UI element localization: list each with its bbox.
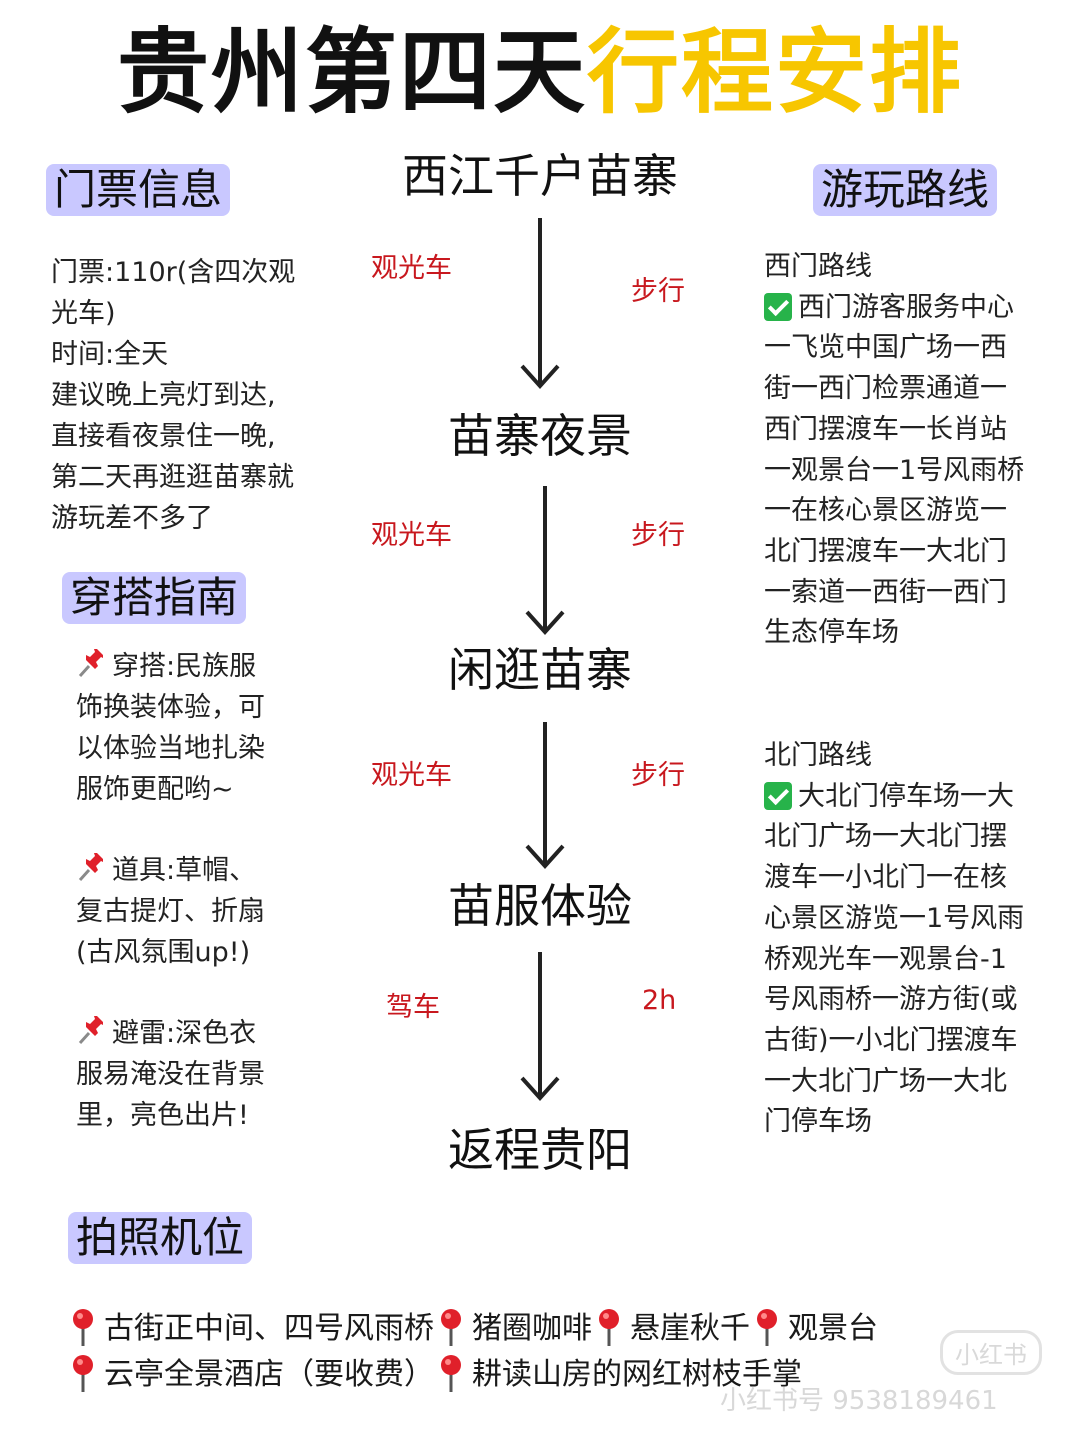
location-pin-icon [441, 1355, 461, 1392]
outfit-line: 穿搭:民族服 [112, 651, 257, 682]
outfit-line: 里，亮色出片! [76, 1100, 249, 1131]
ticket-line: 游玩差不多了 [51, 503, 213, 534]
outfit-line: 避雷:深色衣 [112, 1018, 257, 1049]
title-part-1: 贵州第四天 [116, 19, 587, 126]
down-arrow-icon [525, 486, 565, 635]
outfit-guide-tag: 穿搭指南 [62, 572, 247, 624]
route-line: 号风雨桥一游方街(或 [764, 984, 1018, 1016]
route-name: 西门路线 [764, 251, 872, 282]
flow-stage: 西江千户苗寨 [402, 149, 678, 203]
route-line: 街一西门检票通道一 [764, 373, 1007, 405]
route-line: 大北门停车场一大 [798, 780, 1014, 812]
location-pin-icon [73, 1355, 93, 1392]
photo-spots-tag: 拍照机位 [68, 1212, 253, 1264]
leg-left-label: 观光车 [371, 253, 452, 284]
photo-spot: 耕读山房的网红树枝手掌 [472, 1357, 802, 1392]
flow-stage: 返程贵阳 [448, 1123, 632, 1177]
page-title: 贵州第四天行程安排 [0, 18, 1080, 128]
photo-spot: 悬崖秋千 [630, 1311, 750, 1346]
flow-stage: 闲逛苗寨 [448, 643, 632, 697]
photo-spot: 观景台 [788, 1311, 878, 1346]
route-line: 渡车一小北门一在核 [764, 862, 1007, 894]
route-line: 北门摆渡车一大北门 [764, 535, 1007, 567]
outfit-line: 饰换装体验，可 [76, 692, 265, 723]
route-line: 一飞览中国广场一西 [764, 332, 1007, 364]
ticket-line: 时间:全天 [51, 339, 169, 370]
route-line: 西门摆渡车一长肖站 [764, 413, 1007, 445]
photo-spot: 猪圈咖啡 [472, 1311, 592, 1346]
leg-left-label: 观光车 [371, 760, 452, 791]
leg-right-label: 步行 [631, 520, 685, 551]
leg-right-label: 步行 [631, 276, 685, 307]
route-name: 北门路线 [764, 740, 872, 771]
outfit-line: 复古提灯、折扇 [76, 896, 265, 927]
outfit-line: (古风氛围up!) [76, 937, 251, 968]
route-line: 心景区游览一1号风雨 [764, 902, 1025, 934]
location-pin-icon [757, 1309, 777, 1346]
ticket-line: 直接看夜景住一晚, [51, 421, 276, 452]
down-arrow-icon [525, 722, 565, 869]
pushpin-icon [78, 1016, 103, 1045]
route-line: 西门游客服务中心 [798, 291, 1014, 323]
route-line: 一大北门广场一大北 [764, 1065, 1007, 1097]
west-route: 西门路线 西门游客服务中心 一飞览中国广场一西 街一西门检票通道一 西门摆渡车一… [764, 247, 1024, 654]
photo-spot: 古街正中间、四号风雨桥 [104, 1311, 434, 1346]
ticket-line: 门票:110r(含四次观 [51, 257, 296, 288]
title-part-2: 行程安排 [587, 19, 964, 126]
outfit-line: 服易淹没在背景 [76, 1059, 265, 1090]
outfit-block-clothing: 穿搭:民族服 饰换装体验，可 以体验当地扎染 服饰更配哟~ [76, 646, 265, 810]
route-line: 桥观光车一观景台-1 [764, 943, 1007, 975]
north-route: 北门路线 大北门停车场一大 北门广场一大北门摆 渡车一小北门一在核 心景区游览一… [764, 736, 1024, 1143]
down-arrow-icon [520, 952, 560, 1101]
leg-left-label: 驾车 [386, 992, 440, 1023]
ticket-line: 建议晚上亮灯到达, [51, 380, 276, 411]
route-line: 古街)一小北门摆渡车 [764, 1024, 1018, 1056]
photo-spots-row-2: 云亭全景酒店（要收费） 耕读山房的网红树枝手掌 [66, 1352, 802, 1398]
leg-left-label: 观光车 [371, 520, 452, 551]
route-line: 北门广场一大北门摆 [764, 821, 1007, 853]
outfit-line: 以体验当地扎染 [76, 733, 265, 764]
outfit-block-avoid: 避雷:深色衣 服易淹没在背景 里，亮色出片! [76, 1013, 265, 1136]
down-arrow-icon [520, 218, 560, 389]
location-pin-icon [599, 1309, 619, 1346]
route-line: 一观景台一1号风雨桥 [764, 454, 1025, 486]
flow-stage: 苗寨夜景 [448, 409, 632, 463]
photo-spots-row-1: 古街正中间、四号风雨桥 猪圈咖啡 悬崖秋千 观景台 [66, 1306, 878, 1352]
ticket-line: 光车) [51, 298, 116, 329]
pushpin-icon [78, 853, 103, 882]
location-pin-icon [441, 1309, 461, 1346]
outfit-line: 道具:草帽、 [112, 855, 257, 886]
leg-right-label: 步行 [631, 760, 685, 791]
watermark-id: 小红书号 9538189461 [720, 1386, 998, 1416]
watermark-badge: 小红书 [940, 1330, 1042, 1375]
location-pin-icon [73, 1309, 93, 1346]
pushpin-icon [78, 649, 103, 678]
photo-spot: 云亭全景酒店（要收费） [104, 1357, 434, 1392]
route-line: 一在核心景区游览一 [764, 495, 1007, 527]
flow-stage: 苗服体验 [448, 879, 632, 933]
ticket-info-text: 门票:110r(含四次观 光车) 时间:全天 建议晚上亮灯到达, 直接看夜景住一… [51, 252, 295, 539]
ticket-info-tag: 门票信息 [46, 164, 231, 216]
route-line: 门停车场 [764, 1106, 872, 1138]
ticket-line: 第二天再逛逛苗寨就 [51, 462, 294, 493]
route-line: 生态停车场 [764, 617, 899, 649]
check-icon [764, 292, 792, 321]
route-line: 一索道一西街一西门 [764, 576, 1007, 608]
outfit-line: 服饰更配哟~ [76, 774, 234, 805]
leg-right-label: 2h [642, 985, 677, 1016]
check-icon [764, 781, 792, 810]
play-route-tag: 游玩路线 [813, 164, 998, 216]
outfit-block-props: 道具:草帽、 复古提灯、折扇 (古风氛围up!) [76, 850, 265, 973]
